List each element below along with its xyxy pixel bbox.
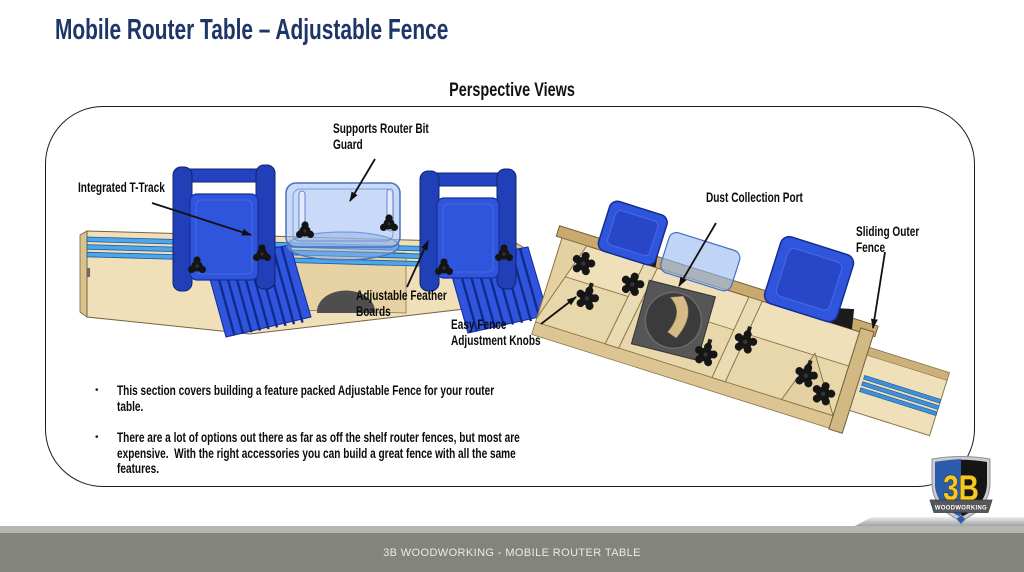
footer-text: 3B WOODWORKING - MOBILE ROUTER TABLE [383, 546, 641, 559]
callout-router-bit-guard: Supports Router Bit Guard [333, 120, 429, 152]
logo-banner-text: WOODWORKING [935, 505, 987, 511]
section-title: Perspective Views [449, 80, 575, 101]
callout-integrated-t-track: Integrated T-Track [78, 179, 165, 195]
callout-dust-port: Dust Collection Port [706, 189, 803, 205]
bullet-marker: • [95, 385, 99, 396]
footer-divider-stripe [0, 526, 1024, 533]
page-title: Mobile Router Table – Adjustable Fence [55, 14, 449, 46]
3b-woodworking-logo: 3B WOODWORKING [929, 455, 993, 525]
footer-bar: 3B WOODWORKING - MOBILE ROUTER TABLE [0, 533, 1024, 572]
callout-feather-boards: Adjustable Feather Boards [356, 287, 447, 319]
callout-adjustment-knobs: Easy Fence Adjustment Knobs [451, 316, 541, 348]
bullet-item: • This section covers building a feature… [95, 382, 795, 414]
bullet-item: • There are a lot of options out there a… [95, 429, 795, 477]
bullet-marker: • [95, 432, 99, 443]
bullet-text: This section covers building a feature p… [117, 382, 495, 414]
bullet-text: There are a lot of options out there as … [117, 429, 520, 476]
callout-sliding-fence: Sliding Outer Fence [856, 223, 920, 255]
footer-metal-accent [853, 517, 1024, 527]
